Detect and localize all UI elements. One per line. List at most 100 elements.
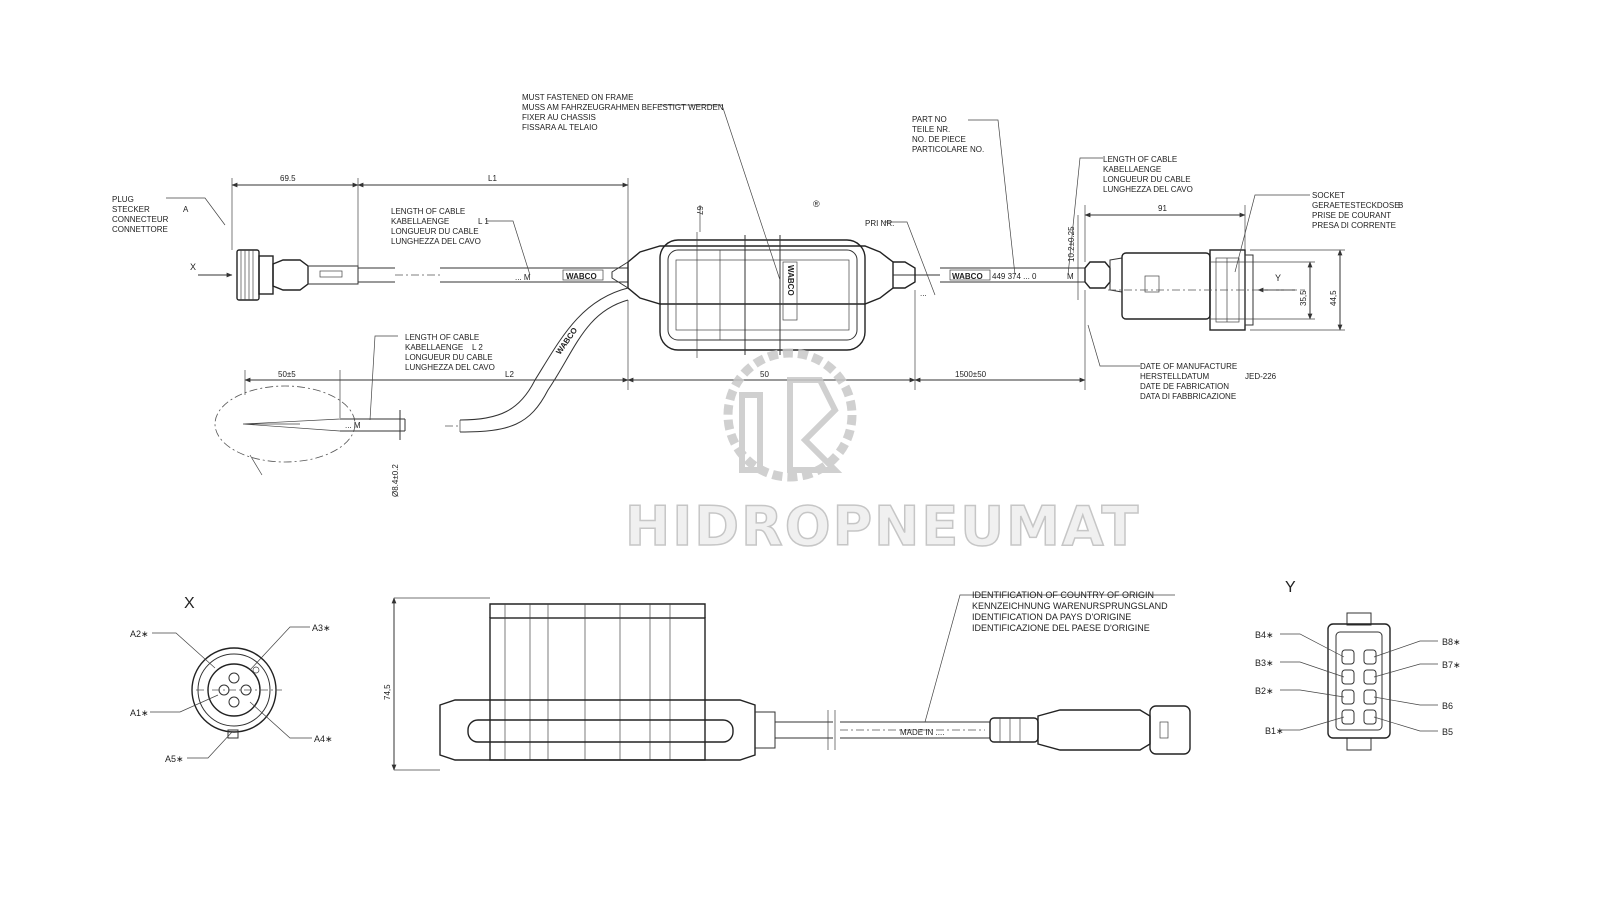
right-cable-line-1: LENGTH OF CABLE: [1103, 155, 1177, 164]
dim-67: 67: [695, 206, 704, 215]
plug-label-block: PLUG STECKER CONNECTEUR CONNETTORE A: [112, 195, 189, 234]
l1-line-2: KABELLAENGE: [391, 217, 449, 226]
part-no-block: PART NO TEILE NR. NO. DE PIECE PARTICOLA…: [912, 115, 984, 154]
registered-mark: ®: [813, 199, 820, 209]
dim-50-5: 50±5: [278, 370, 296, 379]
dim-69-5: 69.5: [280, 174, 296, 183]
arrow-x-letter: X: [190, 262, 196, 272]
watermark-text: HIDROPNEUMAT: [625, 495, 1140, 558]
socket-label-block: SOCKET GERAETESTECKDOSE PRISE DE COURANT…: [1312, 191, 1403, 230]
pin-b8: B8∗: [1442, 637, 1461, 647]
l1-tag: L 1: [478, 217, 489, 226]
origin-line-4: IDENTIFICAZIONE DEL PAESE D'ORIGINE: [972, 623, 1150, 633]
right-m: M: [1067, 272, 1074, 281]
view-x: X A2∗ A3∗ A1∗ A4∗ A5∗: [130, 595, 333, 764]
pin-b6: B6: [1442, 701, 1453, 711]
pin-b2: B2∗: [1255, 686, 1274, 696]
l1-line-4: LUNGHEZZA DEL CAVO: [391, 237, 481, 246]
view-y-title: Y: [1285, 579, 1296, 596]
date-code: JED-226: [1245, 372, 1277, 381]
right-cable-line-4: LUNGHEZZA DEL CAVO: [1103, 185, 1193, 194]
pri-nr-label: PRI NR.: [865, 219, 894, 228]
dimension-lines: [231, 178, 1345, 440]
dim-l1: L1: [488, 174, 497, 183]
right-cable-brand: WABCO: [952, 272, 983, 281]
central-module: WABCO: [611, 232, 940, 358]
l2-dots-m: ... M: [345, 421, 361, 430]
pin-a5: A5∗: [165, 754, 184, 764]
part-no-line-3: NO. DE PIECE: [912, 135, 966, 144]
socket-line-4: PRESA DI CORRENTE: [1312, 221, 1396, 230]
pin-b7: B7∗: [1442, 660, 1461, 670]
plug-line-1: PLUG: [112, 195, 134, 204]
origin-line-1: IDENTIFICATION OF COUNTRY OF ORIGIN: [972, 590, 1154, 600]
pin-b3: B3∗: [1255, 658, 1274, 668]
date-line-4: DATA DI FABBRICAZIONE: [1140, 392, 1236, 401]
date-manufacture-block: DATE OF MANUFACTURE HERSTELLDATUM DATE D…: [1140, 362, 1277, 401]
pin-b4: B4∗: [1255, 630, 1274, 640]
socket-line-1: SOCKET: [1312, 191, 1345, 200]
side-view: 74,5 MADE IN .... IDENTIFICATION OF COUN…: [383, 590, 1191, 771]
view-y: Y B4∗ B3∗ B2∗ B1∗ B8∗ B7∗ B6 B5: [1255, 579, 1461, 751]
origin-line-3: IDENTIFICATION DA PAYS D'ORIGINE: [972, 612, 1131, 622]
date-line-3: DATE DE FABRICATION: [1140, 382, 1229, 391]
arrow-y-letter: Y: [1275, 273, 1281, 283]
right-dots: ...: [920, 289, 927, 298]
must-fastened-line-3: FIXER AU CHASSIS: [522, 113, 596, 122]
right-cable-line-3: LONGUEUR DU CABLE: [1103, 175, 1191, 184]
part-number-mark: 449 374 ... 0: [992, 272, 1037, 281]
dim-91: 91: [1158, 204, 1167, 213]
plug-a-connector: [236, 249, 395, 301]
cable-length-l2-block: LENGTH OF CABLE KABELLAENGE LONGUEUR DU …: [405, 333, 495, 372]
pin-b1: B1∗: [1265, 726, 1284, 736]
must-fastened-line-2: MUSS AM FAHRZEUGRAHMEN BEFESTIGT WERDEN: [522, 103, 724, 112]
l2-line-4: LUNGHEZZA DEL CAVO: [405, 363, 495, 372]
watermark-logo: HIDROPNEUMAT: [624, 348, 1140, 559]
l1-line-3: LONGUEUR DU CABLE: [391, 227, 479, 236]
dim-50: 50: [760, 370, 769, 379]
plug-line-3: CONNECTEUR: [112, 215, 169, 224]
module-brand-mark: WABCO: [786, 265, 795, 296]
made-in-label: MADE IN ....: [900, 728, 944, 737]
open-cable-end: [214, 385, 406, 476]
pin-a3: A3∗: [312, 623, 331, 633]
l2-line-3: LONGUEUR DU CABLE: [405, 353, 493, 362]
part-no-line-4: PARTICOLARE NO.: [912, 145, 984, 154]
l2-line-2: KABELLAENGE: [405, 343, 463, 352]
cable-l1: [440, 267, 628, 283]
leader-lines: [166, 104, 1310, 421]
cable-right: [940, 267, 1085, 283]
cable-brand-mark: WABCO: [566, 272, 597, 281]
l2-tag: L 2: [472, 343, 483, 352]
part-no-line-1: PART NO: [912, 115, 947, 124]
right-cable-line-2: KABELLAENGE: [1103, 165, 1161, 174]
pin-a2: A2∗: [130, 629, 149, 639]
socket-letter: B: [1398, 201, 1403, 210]
socket-line-3: PRISE DE COURANT: [1312, 211, 1391, 220]
pin-a4: A4∗: [314, 734, 333, 744]
dim-74-5: 74,5: [383, 684, 392, 700]
must-fastened-line-4: FISSARA AL TELAIO: [522, 123, 598, 132]
must-fastened-block: MUST FASTENED ON FRAME MUSS AM FAHRZEUGR…: [522, 93, 724, 132]
plug-letter: A: [183, 205, 189, 214]
top-view: X ... M WABCO WABCO ®: [112, 93, 1403, 497]
dim-1500-50: 1500±50: [955, 370, 987, 379]
cable-length-right-block: LENGTH OF CABLE KABELLAENGE LONGUEUR DU …: [1103, 155, 1193, 194]
plug-line-2: STECKER: [112, 205, 150, 214]
date-line-2: HERSTELLDATUM: [1140, 372, 1210, 381]
l1-dots-m: ... M: [515, 273, 531, 282]
part-no-line-2: TEILE NR.: [912, 125, 950, 134]
socket-line-2: GERAETESTECKDOSE: [1312, 201, 1400, 210]
cable-length-l1-block: LENGTH OF CABLE KABELLAENGE LONGUEUR DU …: [391, 207, 489, 246]
origin-line-2: KENNZEICHNUNG WARENURSPRUNGSLAND: [972, 601, 1168, 611]
dim-35-5: 35,5: [1299, 290, 1308, 306]
l1-line-1: LENGTH OF CABLE: [391, 207, 465, 216]
plug-line-4: CONNETTORE: [112, 225, 168, 234]
view-x-title: X: [184, 595, 195, 612]
date-line-1: DATE OF MANUFACTURE: [1140, 362, 1237, 371]
dim-44-5: 44,5: [1329, 290, 1338, 306]
cable-l2-brand-mark: WABCO: [554, 326, 579, 356]
pin-a1: A1∗: [130, 708, 149, 718]
dim-l2: L2: [505, 370, 514, 379]
